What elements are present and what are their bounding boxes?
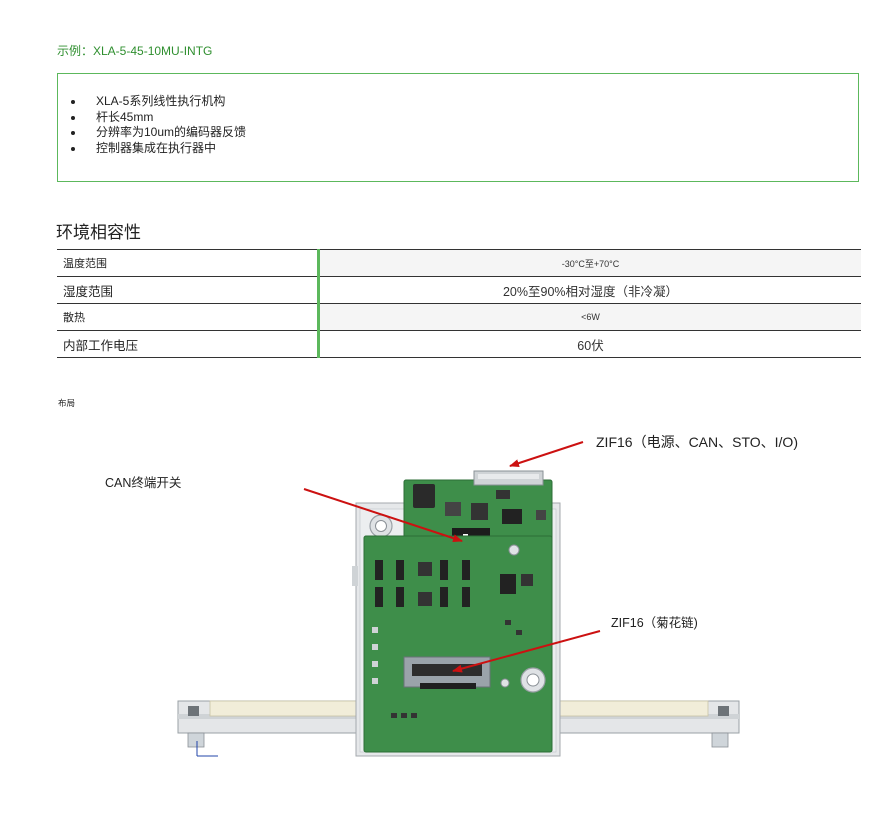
environment-table: 温度范围 -30°C至+70°C 湿度范围 20%至90%相对湿度（非冷凝） 散…	[57, 249, 861, 358]
row-key: 温度范围	[57, 249, 320, 277]
table-row: 散热 <6W	[57, 303, 861, 331]
example-list: XLA-5系列线性执行机构 杆长45mm 分辨率为10um的编码器反馈 控制器集…	[58, 74, 858, 156]
row-value: -30°C至+70°C	[318, 249, 861, 277]
list-item: XLA-5系列线性执行机构	[71, 94, 858, 110]
row-key: 内部工作电压	[57, 330, 320, 358]
list-item: 分辨率为10um的编码器反馈	[71, 125, 858, 141]
layout-label: 布局	[58, 398, 76, 408]
table-row: 温度范围 -30°C至+70°C	[57, 249, 861, 277]
can-switch-label: CAN终端开关	[105, 475, 181, 490]
zif-daisy-arrow	[452, 630, 601, 673]
zif-daisy-label: ZIF16（菊花链)	[611, 615, 698, 630]
list-item: 杆长45mm	[71, 110, 858, 126]
table-row: 湿度范围 20%至90%相对湿度（非冷凝）	[57, 276, 861, 304]
row-value: 60伏	[318, 330, 861, 358]
example-title: 示例：XLA-5-45-10MU-INTG	[57, 44, 213, 58]
row-key: 湿度范围	[57, 276, 320, 304]
list-item: 控制器集成在执行器中	[71, 141, 858, 157]
can-switch-arrow	[303, 488, 463, 542]
row-value: 20%至90%相对湿度（非冷凝）	[318, 276, 861, 304]
environment-title: 环境相容性	[56, 223, 141, 242]
lower-pcb	[363, 535, 553, 753]
upper-pcb	[403, 470, 553, 551]
zif-power-label: ZIF16（电源、CAN、STO、I/O)	[596, 434, 798, 450]
example-box: XLA-5系列线性执行机构 杆长45mm 分辨率为10um的编码器反馈 控制器集…	[57, 73, 859, 182]
zif-power-arrow	[509, 441, 584, 467]
row-key: 散热	[57, 303, 320, 331]
row-value: <6W	[318, 303, 861, 331]
table-row: 内部工作电压 60伏	[57, 330, 861, 358]
